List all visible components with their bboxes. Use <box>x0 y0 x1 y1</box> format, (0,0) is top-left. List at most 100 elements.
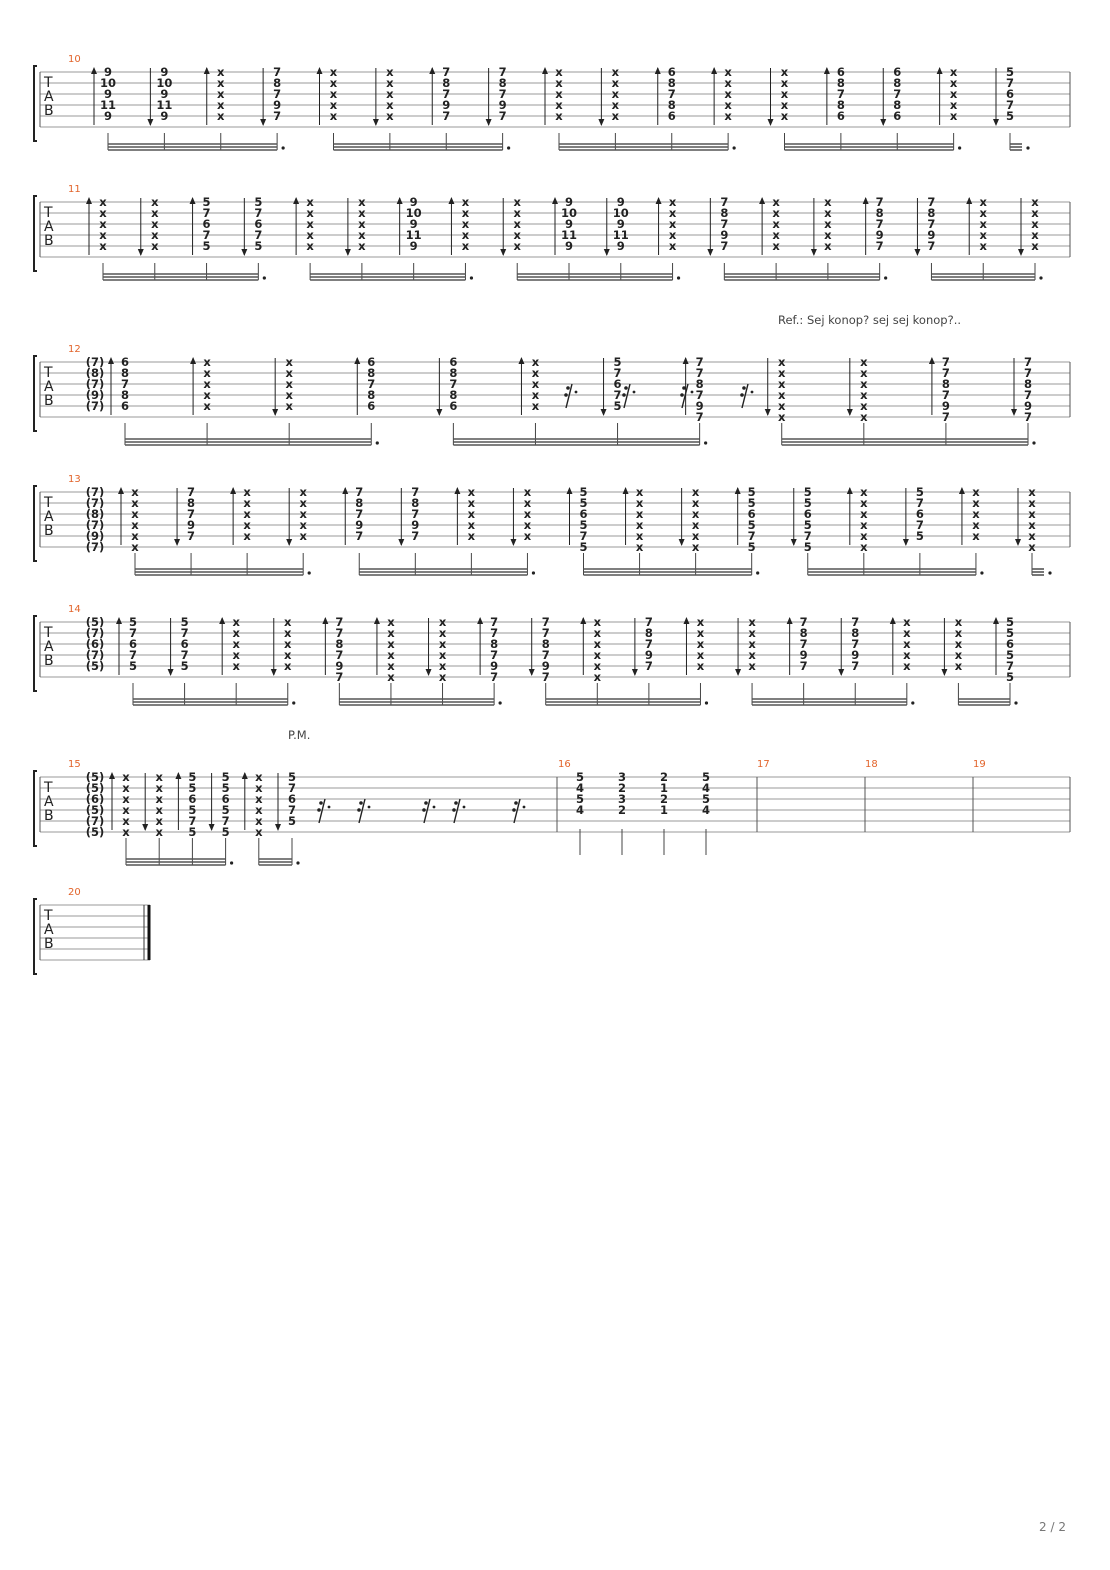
arrow-head <box>293 197 300 204</box>
arrow-head <box>767 119 774 126</box>
rest-dot <box>742 386 746 390</box>
fret-number: 5 <box>222 770 230 784</box>
fret-number: x <box>99 239 107 253</box>
arrow-head <box>603 249 610 256</box>
fret-number: x <box>386 65 394 79</box>
fret-number: 7 <box>696 410 704 424</box>
fret-number: 5 <box>576 792 584 806</box>
fret-number: x <box>299 485 307 499</box>
rest-dot <box>622 393 626 397</box>
fret-number: 5 <box>1006 648 1014 662</box>
rest-symbol <box>358 798 366 824</box>
arrow-head <box>683 617 690 624</box>
dot <box>531 571 536 575</box>
arrow-head <box>759 197 766 204</box>
fret-number: x <box>151 228 159 242</box>
tied-fret: (7) <box>86 540 105 554</box>
staff-bracket <box>33 898 37 975</box>
fret-number: 6 <box>1006 637 1014 651</box>
fret-number: 8 <box>696 377 704 391</box>
fret-number: 7 <box>254 206 262 220</box>
dot <box>756 571 760 575</box>
fret-number: x <box>781 65 789 79</box>
dot <box>704 701 709 705</box>
fret-number: 5 <box>181 659 189 673</box>
arrow-head <box>500 249 507 256</box>
fret-number: 7 <box>411 529 419 543</box>
fret-number: 5 <box>1006 670 1014 684</box>
fret-number: x <box>903 637 911 651</box>
fret-number: 9 <box>927 228 935 242</box>
fret-number: x <box>203 388 211 402</box>
fret-number: x <box>203 355 211 369</box>
fret-number: x <box>612 65 620 79</box>
fret-number: 7 <box>942 388 950 402</box>
arrow-head <box>485 119 492 126</box>
fret-number: 7 <box>335 648 343 662</box>
rest-dot <box>632 390 636 394</box>
tied-fret: (6) <box>86 792 105 806</box>
fret-number: 5 <box>181 615 189 629</box>
fret-number: x <box>748 648 756 662</box>
arrow-head <box>190 357 197 364</box>
fret-number: 5 <box>702 792 710 806</box>
arrow-head <box>790 539 797 546</box>
arrow-head <box>993 119 999 126</box>
fret-number: x <box>781 98 789 112</box>
fret-number: x <box>255 781 263 795</box>
fret-number: 7 <box>800 659 808 673</box>
fret-number: x <box>217 98 225 112</box>
fret-number: x <box>692 485 700 499</box>
tab-clef-letter: T <box>43 205 53 221</box>
arrow-head <box>396 197 403 204</box>
fret-number: 4 <box>702 781 710 795</box>
fret-number: x <box>636 529 644 543</box>
arrow-head <box>928 357 935 364</box>
tab-clef-letter: T <box>43 75 53 91</box>
fret-number: 7 <box>916 496 924 510</box>
rest-symbol <box>565 383 573 409</box>
dot <box>1026 146 1030 150</box>
fret-number: x <box>781 76 789 90</box>
tab-clef-letter: B <box>44 393 54 409</box>
fret-number: x <box>860 485 868 499</box>
fret-number: 7 <box>273 109 281 123</box>
fret-number: 5 <box>579 540 587 554</box>
rest-dot <box>319 801 323 805</box>
fret-number: 7 <box>1006 98 1014 112</box>
fret-number: x <box>669 206 677 220</box>
fret-number: 7 <box>355 529 363 543</box>
tab-clef-letter: B <box>44 233 54 249</box>
dot <box>980 571 984 575</box>
arrow-head <box>448 197 455 204</box>
fret-number: x <box>232 648 240 662</box>
fret-number: 7 <box>1024 410 1032 424</box>
arrow-head <box>372 119 379 126</box>
fret-number: 7 <box>499 65 507 79</box>
fret-number: x <box>903 615 911 629</box>
staff-bracket <box>33 195 37 272</box>
fret-number: x <box>524 518 532 532</box>
arrow-head <box>270 669 277 676</box>
fret-number: 5 <box>804 485 812 499</box>
fret-number: 7 <box>442 109 450 123</box>
fret-number: 7 <box>893 87 901 101</box>
fret-number: x <box>462 228 470 242</box>
fret-number: x <box>532 399 540 413</box>
fret-number: 5 <box>748 485 756 499</box>
fret-number: 9 <box>565 217 573 231</box>
fret-number: x <box>462 206 470 220</box>
arrow-head <box>108 357 114 364</box>
fret-number: 4 <box>576 803 584 817</box>
arrow-head <box>580 617 587 624</box>
fret-number: 6 <box>916 507 924 521</box>
fret-number: x <box>131 518 139 532</box>
dot <box>230 861 234 865</box>
fret-number: x <box>903 659 911 673</box>
fret-number: 8 <box>442 76 450 90</box>
arrow-head <box>109 772 115 779</box>
fret-number: 7 <box>927 195 935 209</box>
